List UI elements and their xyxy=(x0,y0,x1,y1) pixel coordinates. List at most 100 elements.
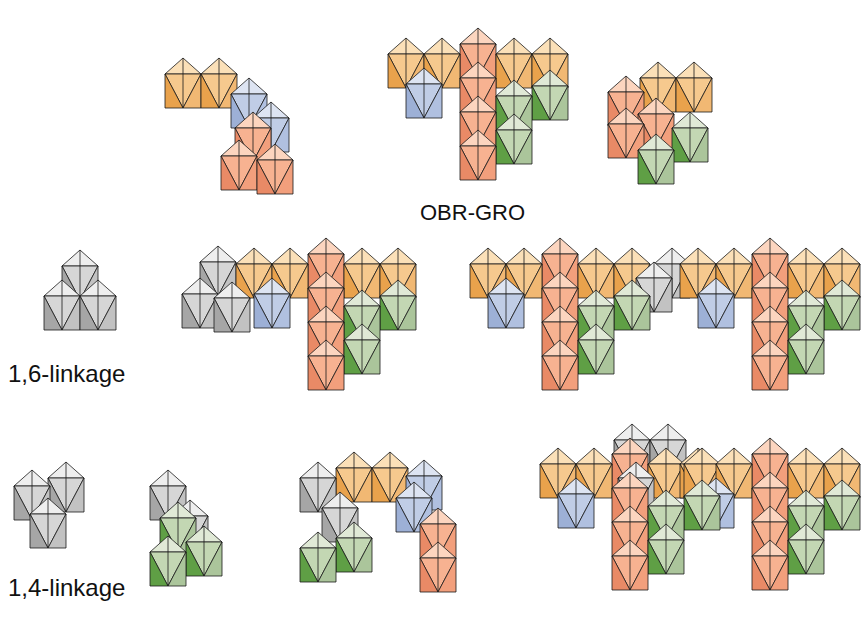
octahedron-face xyxy=(614,296,632,330)
figure-label: 1,6-linkage xyxy=(8,360,125,388)
octahedron-face xyxy=(275,160,293,194)
octahedron-face xyxy=(734,248,735,298)
octahedron-face xyxy=(290,264,308,298)
octahedron-face xyxy=(824,496,842,530)
octahedron xyxy=(532,70,568,120)
octahedron xyxy=(44,280,80,330)
octahedron-face xyxy=(806,324,807,374)
octahedron-face xyxy=(542,356,560,390)
octahedron-face xyxy=(354,468,372,502)
octahedron xyxy=(460,130,496,180)
octahedron xyxy=(336,522,372,572)
octahedron-face xyxy=(676,78,694,112)
octahedron-face xyxy=(168,552,186,586)
octahedron-face xyxy=(612,556,630,590)
octahedron-face xyxy=(488,294,506,328)
octahedron xyxy=(221,140,257,190)
octahedron-face xyxy=(694,62,695,112)
octahedron-face xyxy=(14,486,32,520)
octahedron-face xyxy=(300,548,318,582)
octahedron-face xyxy=(470,264,488,298)
octahedron-face xyxy=(442,38,443,88)
octahedron-face xyxy=(514,130,532,164)
octahedron-face xyxy=(694,78,712,112)
octahedron xyxy=(676,62,712,112)
octahedron xyxy=(672,112,708,162)
octahedron-face xyxy=(44,296,62,330)
octahedron-face xyxy=(254,294,272,328)
octahedron-face xyxy=(684,496,702,530)
octahedron-face xyxy=(438,558,456,592)
octahedron-face xyxy=(770,356,788,390)
octahedron-face xyxy=(702,496,720,530)
octahedron-face xyxy=(656,134,657,184)
octahedron-face xyxy=(398,280,399,330)
octahedron-face xyxy=(48,498,49,548)
octahedron-face xyxy=(398,296,416,330)
octahedron-face xyxy=(420,558,438,592)
octahedron-face xyxy=(540,464,558,498)
octahedron-face xyxy=(272,294,290,328)
octahedron-face xyxy=(506,278,507,328)
octahedron-face xyxy=(596,324,597,374)
octahedron-face xyxy=(842,296,860,330)
octahedron-face xyxy=(770,540,771,590)
octahedron-face xyxy=(496,130,514,164)
octahedron-face xyxy=(424,68,425,118)
octahedron-face xyxy=(594,448,595,498)
octahedron-face xyxy=(390,452,391,502)
octahedron-face xyxy=(354,538,372,572)
octahedron-face xyxy=(806,340,824,374)
octahedron-face xyxy=(62,280,63,330)
octahedron-face xyxy=(204,526,205,576)
octahedron-face xyxy=(752,556,770,590)
octahedron-face xyxy=(734,464,752,498)
octahedron xyxy=(558,478,594,528)
octahedron xyxy=(684,480,720,530)
octahedron-face xyxy=(308,356,326,390)
octahedron-face xyxy=(532,86,550,120)
octahedron-face xyxy=(150,552,168,586)
octahedron-face xyxy=(478,130,479,180)
octahedron-face xyxy=(80,296,98,330)
octahedron-face xyxy=(221,156,239,190)
octahedron-face xyxy=(326,356,344,390)
octahedron-face xyxy=(672,128,690,162)
octahedron-face xyxy=(578,340,596,374)
octahedron-face xyxy=(239,140,240,190)
octahedron xyxy=(182,278,218,328)
octahedron-face xyxy=(716,278,717,328)
octahedron-face xyxy=(842,280,843,330)
octahedron-face xyxy=(576,478,577,528)
octahedron-face xyxy=(656,150,674,184)
octahedron-face xyxy=(478,146,496,180)
octahedron-face xyxy=(770,340,771,390)
octahedron-face xyxy=(372,468,390,502)
octahedron-face xyxy=(344,340,362,374)
octahedron-face xyxy=(66,462,67,512)
octahedron xyxy=(698,278,734,328)
octahedron-face xyxy=(354,452,355,502)
octahedron-face xyxy=(214,298,232,332)
octahedron-face xyxy=(201,74,219,108)
octahedron-face xyxy=(186,542,204,576)
octahedron-face xyxy=(362,340,380,374)
octahedron xyxy=(824,280,860,330)
octahedron-face xyxy=(630,540,631,590)
octahedron-face xyxy=(406,84,424,118)
figure-label: OBR-GRO xyxy=(420,200,525,226)
octahedron-face xyxy=(608,124,626,158)
octahedron-face xyxy=(442,54,460,88)
octahedron-face xyxy=(30,514,48,548)
octahedron-face xyxy=(806,524,807,574)
octahedron-face xyxy=(842,496,860,530)
octahedron xyxy=(186,526,222,576)
octahedron xyxy=(406,68,442,118)
octahedron xyxy=(150,536,186,586)
octahedron-face xyxy=(524,248,525,298)
octahedron-face xyxy=(734,448,735,498)
octahedron xyxy=(788,524,824,574)
octahedron-face xyxy=(182,294,200,328)
octahedron-face xyxy=(424,84,442,118)
octahedron-face xyxy=(698,248,699,298)
